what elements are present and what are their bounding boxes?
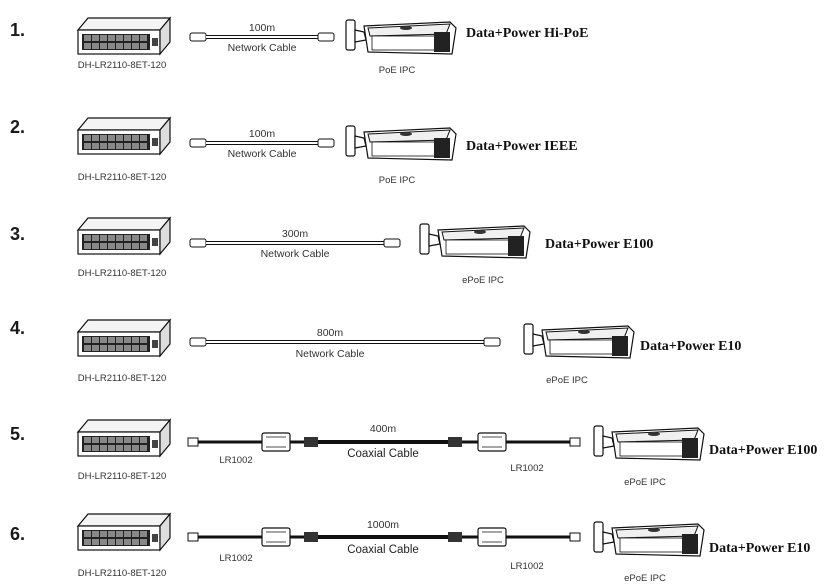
power-mode-label: Data+Power E100 (709, 443, 817, 458)
cable-length-label: 400m (370, 423, 397, 435)
network-cable-icon (189, 238, 401, 248)
row-number: 1. (10, 20, 25, 40)
row-6: 6. DH-LR2110-8ET-120 LR1002 1000m Coaxia… (10, 513, 810, 584)
converter-right-label: LR1002 (510, 561, 543, 572)
row-5: 5. DH-LR2110-8ET-120 LR1002 400m Coaxial… (10, 419, 817, 488)
coaxial-link-icon (187, 527, 581, 547)
network-cable-icon (189, 337, 501, 347)
network-cable-icon (189, 138, 335, 148)
power-mode-label: Data+Power E10 (709, 541, 810, 556)
power-mode-label: Data+Power E10 (640, 339, 741, 354)
poe-switch-icon (77, 117, 171, 155)
switch-model-label: DH-LR2110-8ET-120 (78, 268, 167, 279)
cable-type-label: Network Cable (296, 348, 365, 360)
ip-camera-icon (593, 425, 705, 461)
network-cable-icon (189, 32, 335, 42)
poe-switch-icon (77, 319, 171, 357)
row-number: 2. (10, 117, 25, 137)
cable-length-label: 100m (249, 128, 276, 140)
cable-type-label: Coaxial Cable (347, 448, 419, 460)
camera-label: ePoE IPC (546, 375, 588, 386)
row-1: 1. DH-LR2110-8ET-120 100m Network Cable … (10, 17, 588, 76)
row-number: 3. (10, 224, 25, 244)
ip-camera-icon (593, 521, 705, 557)
switch-model-label: DH-LR2110-8ET-120 (78, 373, 167, 384)
converter-left-label: LR1002 (219, 553, 252, 564)
cable-type-label: Network Cable (228, 42, 297, 54)
cable-type-label: Network Cable (261, 248, 330, 260)
cable-type-label: Coaxial Cable (347, 544, 419, 556)
camera-label: ePoE IPC (462, 275, 504, 286)
poe-switch-icon (77, 513, 171, 551)
switch-model-label: DH-LR2110-8ET-120 (78, 568, 167, 579)
camera-label: ePoE IPC (624, 573, 666, 584)
camera-label: PoE IPC (379, 175, 416, 186)
poe-switch-icon (77, 17, 171, 55)
poe-switch-icon (77, 419, 171, 457)
cable-length-label: 100m (249, 22, 276, 34)
row-number: 4. (10, 318, 25, 338)
cable-length-label: 1000m (367, 519, 399, 531)
poe-switch-icon (77, 217, 171, 255)
ip-camera-icon (345, 19, 457, 55)
power-mode-label: Data+Power E100 (545, 237, 653, 252)
camera-label: ePoE IPC (624, 477, 666, 488)
switch-model-label: DH-LR2110-8ET-120 (78, 471, 167, 482)
converter-right-label: LR1002 (510, 463, 543, 474)
row-4: 4. DH-LR2110-8ET-120 800m Network Cable … (10, 318, 741, 386)
cable-type-label: Network Cable (228, 148, 297, 160)
row-number: 5. (10, 424, 25, 444)
ip-camera-icon (419, 223, 531, 259)
cable-length-label: 300m (282, 228, 309, 240)
row-2: 2. DH-LR2110-8ET-120 100m Network Cable … (10, 117, 578, 186)
row-number: 6. (10, 524, 25, 544)
row-3: 3. DH-LR2110-8ET-120 300m Network Cable … (10, 217, 653, 286)
switch-model-label: DH-LR2110-8ET-120 (78, 172, 167, 183)
converter-left-label: LR1002 (219, 455, 252, 466)
ip-camera-icon (345, 125, 457, 161)
ip-camera-icon (523, 323, 635, 359)
cable-length-label: 800m (317, 327, 344, 339)
switch-model-label: DH-LR2110-8ET-120 (78, 60, 167, 71)
power-mode-label: Data+Power IEEE (466, 139, 578, 154)
coaxial-link-icon (187, 432, 581, 452)
power-mode-label: Data+Power Hi-PoE (466, 26, 588, 41)
camera-label: PoE IPC (379, 65, 416, 76)
